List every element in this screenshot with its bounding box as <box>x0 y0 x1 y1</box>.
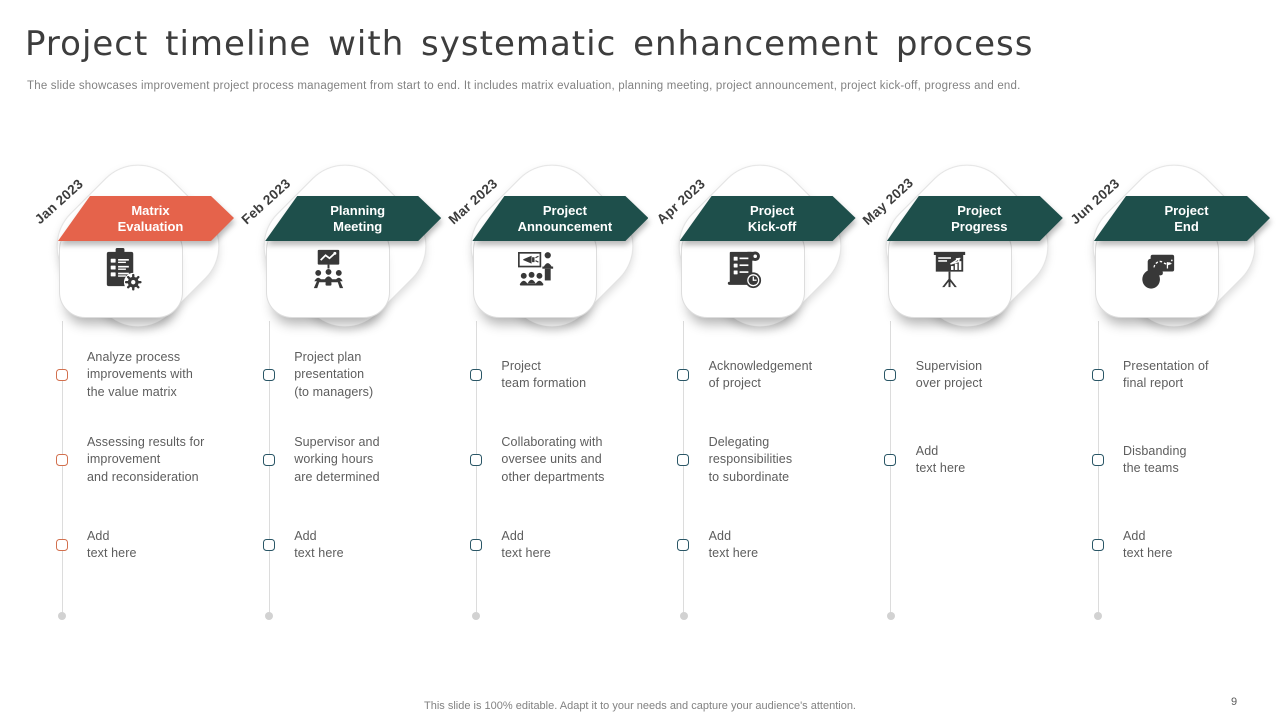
item-text: Project team formation <box>501 358 587 391</box>
item-text: Add text here <box>87 528 137 561</box>
timeline-column: Apr 2023 Project Kick-off Acknowledgemen… <box>639 0 861 720</box>
item-text: Add text here <box>501 528 551 561</box>
timeline-line <box>683 321 685 613</box>
timeline-end-dot <box>1094 612 1102 620</box>
item-checkbox <box>262 538 275 551</box>
banner-label: Matrix Evaluation <box>117 202 184 234</box>
item-text: Acknowledgement of project <box>708 358 813 391</box>
item-checkbox <box>677 538 690 551</box>
item-text: Disbanding the teams <box>1123 443 1187 476</box>
item-checkbox <box>677 368 690 381</box>
item-text: Assessing results for improvement and re… <box>87 434 205 484</box>
hand-map-icon <box>1134 245 1181 297</box>
item-checkbox <box>469 538 482 551</box>
page-number: 9 <box>1231 696 1238 708</box>
banner-arrow-shape: Project End <box>1094 196 1270 241</box>
item-checkbox <box>55 368 68 381</box>
banner-arrow-shape: Project Progress <box>886 196 1063 241</box>
timeline-column: May 2023 Project Progress Supervision ov… <box>846 0 1068 720</box>
item-checkbox <box>884 453 897 466</box>
banner-arrow-shape: Planning Meeting <box>265 196 442 241</box>
item-text: Presentation of final report <box>1123 358 1209 391</box>
item-text: Add text here <box>915 443 966 476</box>
banner-label: Project Progress <box>951 202 1008 234</box>
meeting-presentation-icon <box>305 245 352 297</box>
item-checkbox <box>1091 368 1104 381</box>
timeline-line <box>475 321 477 613</box>
footer-note: This slide is 100% editable. Adapt it to… <box>424 700 856 712</box>
banner-arrow-shape: Project Kick-off <box>679 196 856 241</box>
item-text: Project plan presentation (to managers) <box>294 349 374 399</box>
timeline-line <box>268 321 270 613</box>
item-checkbox <box>469 368 482 381</box>
page-subtitle: The slide showcases improvement project … <box>27 80 1021 92</box>
timeline-end-dot <box>265 612 274 620</box>
banner-arrow: Project Kick-off <box>679 196 856 241</box>
banner-arrow: Matrix Evaluation <box>58 196 234 241</box>
item-text: Delegating responsibilities to subordina… <box>708 434 793 484</box>
timeline-line <box>61 321 63 613</box>
timeline-column: Feb 2023 Planning Meeting Project plan p… <box>224 0 446 720</box>
item-checkbox <box>55 453 68 466</box>
item-checkbox <box>262 453 275 466</box>
timeline-end-dot <box>472 612 481 620</box>
page-title: Project timeline with systematic enhance… <box>25 24 1034 64</box>
banner-label: Planning Meeting <box>330 202 386 234</box>
item-checkbox <box>1091 538 1104 551</box>
progress-board-icon <box>926 245 973 297</box>
timeline-line <box>890 321 892 613</box>
item-text: Collaborating with oversee units and oth… <box>501 434 605 484</box>
item-checkbox <box>884 368 897 381</box>
item-checkbox <box>55 538 68 551</box>
item-text: Supervisor and working hours are determi… <box>294 434 380 484</box>
timeline-end-dot <box>58 612 66 620</box>
item-text: Add text here <box>708 528 759 561</box>
banner-label: Project Announcement <box>517 202 613 234</box>
banner-arrow-shape: Matrix Evaluation <box>58 196 234 241</box>
item-text: Analyze process improvements with the va… <box>87 349 193 399</box>
banner-label: Project Kick-off <box>747 202 797 234</box>
banner-label: Project End <box>1164 202 1209 234</box>
clipboard-gear-icon <box>98 245 145 297</box>
timeline-column: Jun 2023 Project End Presentation of fin… <box>1053 0 1275 720</box>
banner-arrow: Project Progress <box>886 196 1063 241</box>
scroll-clock-icon <box>719 245 766 297</box>
item-text: Supervision over project <box>915 358 983 391</box>
item-checkbox <box>469 453 482 466</box>
item-text: Add text here <box>294 528 344 561</box>
timeline-column: Jan 2023 Matrix Evaluation Analyze proce… <box>17 0 239 720</box>
banner-arrow: Project Announcement <box>472 196 649 241</box>
timeline-line <box>1097 321 1099 613</box>
item-checkbox <box>677 453 690 466</box>
item-checkbox <box>262 368 275 381</box>
timeline-end-dot <box>886 612 895 620</box>
banner-arrow-shape: Project Announcement <box>472 196 649 241</box>
item-checkbox <box>1091 453 1104 466</box>
announcement-audience-icon <box>512 245 559 297</box>
timeline-end-dot <box>679 612 688 620</box>
banner-arrow: Project End <box>1094 196 1270 241</box>
timeline-column: Mar 2023 Project Announcement Project te… <box>431 0 653 720</box>
banner-arrow: Planning Meeting <box>265 196 442 241</box>
item-text: Add text here <box>1123 528 1173 561</box>
